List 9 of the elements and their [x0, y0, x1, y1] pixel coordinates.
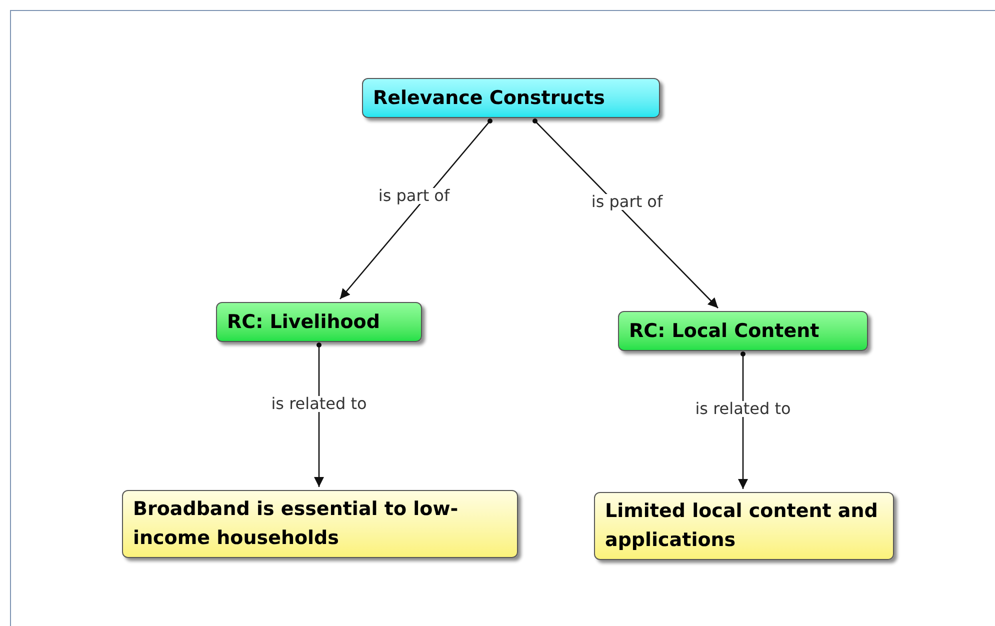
arrow: [532, 118, 718, 308]
concept-box: Limited local content and applications: [594, 492, 894, 560]
concept-box: Broadband is essential to low-income households: [122, 490, 518, 558]
arrow: [738, 352, 748, 489]
concept-box: RC: Local Content: [618, 311, 868, 351]
concept-box: Relevance Constructs: [362, 78, 660, 118]
arrow: [340, 118, 492, 300]
concept-box: RC: Livelihood: [216, 302, 422, 342]
arrow: [314, 342, 324, 487]
